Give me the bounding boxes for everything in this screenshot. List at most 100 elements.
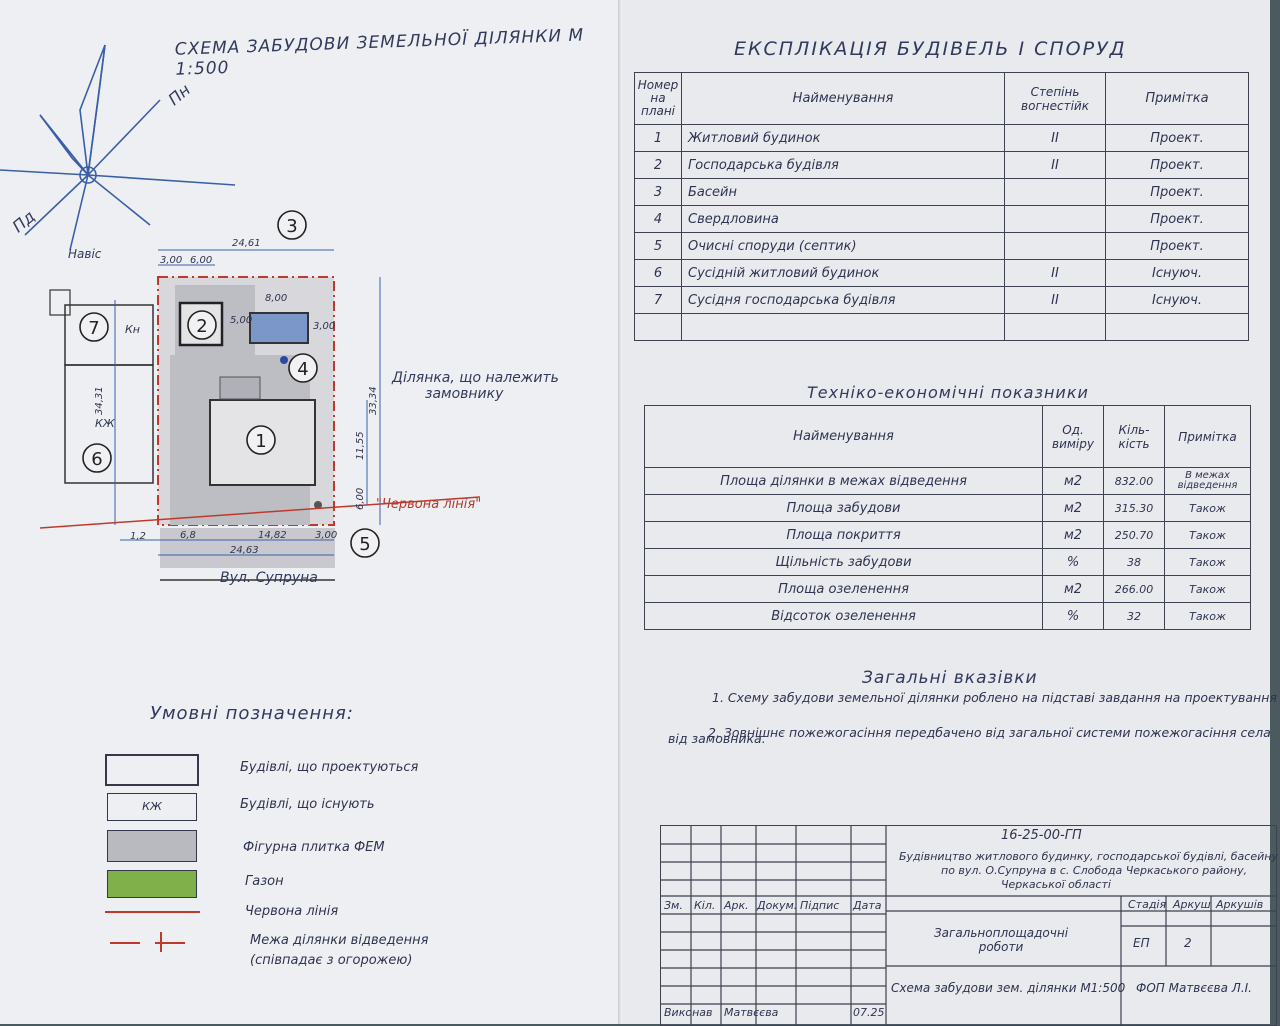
marker-7: 7 xyxy=(88,318,99,339)
right-sheet: ЕКСПЛІКАЦІЯ БУДІВЕЛЬ І СПОРУД Номер на п… xyxy=(622,0,1278,1026)
tep-header-unit: Од. виміру xyxy=(1042,405,1104,468)
tep-header-name: Найменування xyxy=(644,405,1043,468)
stamp-col-kil: Кіл. xyxy=(694,899,716,912)
stamp-stage: ЕП xyxy=(1133,936,1150,950)
legend-label-boundary: Межа ділянки відведення xyxy=(250,933,429,948)
dim-300c: 3,00 xyxy=(315,530,337,541)
dim-inner-height: 11,55 xyxy=(355,431,366,460)
explication-header-fire: Степінь вогнестійк xyxy=(1004,72,1106,125)
dim-500: 5,00 xyxy=(230,315,252,326)
tep-header-qty: Кіль-кість xyxy=(1103,405,1165,468)
stamp-date: 07.25 xyxy=(853,1006,885,1019)
label-owner-plot-1: Ділянка, що належить xyxy=(392,370,559,386)
stamp-sheets-label: Аркушів xyxy=(1216,898,1264,911)
stamp-col-data: Дата xyxy=(853,899,882,912)
legend-sample-red-line xyxy=(105,911,200,913)
street xyxy=(160,528,335,568)
dim-600b: 6,00 xyxy=(355,488,366,510)
legend-sample-lawn xyxy=(107,870,197,898)
neighbour-house xyxy=(64,364,154,484)
stamp-performer: Матвєєва xyxy=(724,1006,779,1019)
legend-boundary-note: (співпадає з огорожею) xyxy=(250,953,413,968)
dim-300b: 3,00 xyxy=(313,321,335,332)
legend-sample-boundary xyxy=(110,942,200,944)
dim-68: 6,8 xyxy=(180,530,196,541)
stamp-project-3: Черкаської області xyxy=(1001,878,1111,891)
label-naves: Навіс xyxy=(68,247,102,261)
label-red-line: "Червона лінія" xyxy=(376,497,482,512)
dim-800: 8,00 xyxy=(265,293,287,304)
tep-header-note: Примітка xyxy=(1164,405,1251,468)
stamp-code: 16-25-00-ГП xyxy=(1001,828,1082,843)
label-owner-plot-2: замовнику xyxy=(425,386,504,402)
explication-header-name: Найменування xyxy=(681,72,1005,125)
dim-300: 3,00 xyxy=(160,255,182,266)
stamp-performer-label: Виконав xyxy=(664,1006,713,1019)
general-line-2: 2. Зовнішнє пожежогасіння передбачено ві… xyxy=(708,725,1271,740)
legend-label-red-line: Червона лінія xyxy=(245,904,339,919)
legend-label-paving: Фігурна плитка ФЕМ xyxy=(243,840,385,855)
legend-label-existing: Будівлі, що існують xyxy=(240,797,375,812)
marker-1: 1 xyxy=(255,431,266,452)
dim-left-height: 34,31 xyxy=(94,386,105,415)
red-line xyxy=(40,496,480,529)
legend-sample-paving xyxy=(107,830,197,862)
general-line-1: 1. Схему забудови земельної ділянки робл… xyxy=(712,690,1277,705)
stamp-company: ФОП Матвєєва Л.І. xyxy=(1136,981,1252,995)
dim-top-width: 24,61 xyxy=(232,238,261,249)
marker-4: 4 xyxy=(297,359,308,380)
legend-sample-projected xyxy=(105,754,199,786)
site-plan: 1 2 3 4 5 6 7 24,61 3,00 6,00 8,00 5,00 … xyxy=(40,210,480,581)
explication-header-num: Номер на плані xyxy=(634,72,682,125)
dim-1482: 14,82 xyxy=(258,530,287,541)
legend-title: Умовні позначення: xyxy=(150,703,354,724)
marker-5: 5 xyxy=(359,534,370,555)
legend-sample-existing: КЖ xyxy=(107,793,197,821)
left-sheet: СХЕМА ЗАБУДОВИ ЗЕМЕЛЬНОЇ ДІЛЯНКИ М 1:500… xyxy=(0,0,622,1024)
stamp-section: Загальноплощадочні роботи xyxy=(933,926,1069,954)
stamp-project-1: Будівництво житлового будинку, господарс… xyxy=(899,850,1278,863)
marker-2: 2 xyxy=(196,316,207,337)
dim-bottom-width: 24,63 xyxy=(230,545,259,556)
explication-table: Номер на плані Найменування Степінь вогн… xyxy=(634,72,1249,341)
dim-600: 6,00 xyxy=(190,255,212,266)
marker-6: 6 xyxy=(91,449,102,470)
stamp-col-ark: Арк. xyxy=(724,899,749,912)
stamp-sheet-label: Аркуш xyxy=(1173,898,1211,911)
label-kzh: КЖ xyxy=(95,417,116,430)
compass-rose-icon xyxy=(0,44,236,251)
tep-table: Найменування Од. виміру Кіль-кість Примі… xyxy=(644,405,1251,630)
label-kn: Кн xyxy=(125,323,140,336)
marker-3: 3 xyxy=(286,216,297,237)
explication-title: ЕКСПЛІКАЦІЯ БУДІВЕЛЬ І СПОРУД xyxy=(734,38,1127,60)
pool xyxy=(249,312,309,344)
stamp-col-zm: Зм. xyxy=(664,899,683,912)
stamp-stage-label: Стадія xyxy=(1128,898,1167,911)
well-marker xyxy=(280,356,288,364)
title-block: 16-25-00-ГП Будівництво житлового будинк… xyxy=(660,825,1278,1026)
stamp-sheet: 2 xyxy=(1184,936,1192,950)
plan-title: СХЕМА ЗАБУДОВИ ЗЕМЕЛЬНОЇ ДІЛЯНКИ М 1:500 xyxy=(174,25,585,80)
dim-right-height: 33,34 xyxy=(368,386,379,415)
stamp-col-dokum: Докум. xyxy=(757,899,798,912)
tep-title: Техніко-економічні показники xyxy=(807,383,1089,402)
septic-marker xyxy=(314,501,322,509)
general-line-1b: від замовника. xyxy=(668,731,766,746)
legend-label-lawn: Газон xyxy=(245,874,284,889)
label-street: Вул. Супруна xyxy=(220,570,318,586)
general-title: Загальні вказівки xyxy=(862,668,1038,688)
stamp-project-2: по вул. О.Супруна в с. Слобода Черкасько… xyxy=(941,864,1248,877)
